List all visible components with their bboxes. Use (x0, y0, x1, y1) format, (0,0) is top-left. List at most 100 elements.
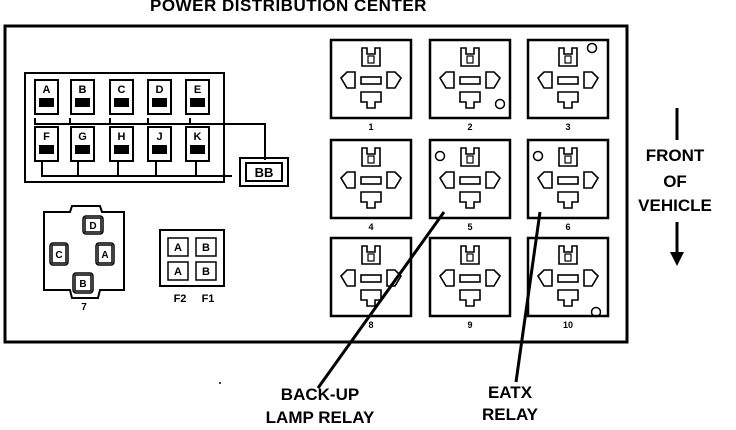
relay-number-label: 10 (563, 320, 573, 330)
relay-terminal-right (583, 71, 600, 89)
relay-terminal-top (460, 245, 480, 265)
relay-number-label: 6 (565, 222, 570, 232)
relay-terminal-top (558, 245, 578, 265)
fuse-blade (152, 98, 167, 107)
eatx-leader-line (514, 211, 542, 383)
bus-bar-label: BB (255, 165, 274, 180)
fuse-pair-cell: A (167, 237, 189, 257)
relay-terminal-center (360, 176, 382, 185)
fuse-pair-label-f1: F1 (202, 293, 215, 305)
relay-terminal-bottom (459, 289, 481, 307)
relay-terminal-bottom (557, 191, 579, 209)
relay-10: 10 (526, 236, 610, 330)
front-label-line2: OF (663, 172, 687, 191)
fuse-pair-letter: A (174, 266, 182, 278)
fuse-blade (190, 145, 205, 154)
fuse-blade (75, 145, 90, 154)
fuse-pair-outline (159, 229, 225, 287)
fuse-block-outline (24, 72, 225, 183)
pdc-outline (3, 24, 629, 344)
fuse-cell-letter: J (156, 131, 162, 143)
fuse-blade (39, 98, 54, 107)
relay-9: 9 (428, 236, 512, 330)
bus-wiring (34, 118, 266, 177)
relay-terminal-top (558, 147, 578, 167)
relay-outline (526, 236, 610, 318)
fuse-cell-letter: D (156, 84, 164, 96)
relay-grid: 1 2 3 4 5 6 8 9 10 (329, 38, 610, 330)
fuse-cell-c: C (109, 79, 134, 115)
fuse-pair-letter: B (202, 266, 210, 278)
relay-locator-circle (586, 42, 598, 54)
fuse-cell-letter: K (194, 131, 202, 143)
relay-terminal-top (558, 47, 578, 67)
relay-outline (526, 38, 610, 120)
connector-7 (43, 205, 125, 299)
relay-number-label: 4 (368, 222, 373, 232)
connector-7-label: 7 (81, 302, 87, 313)
eatx-callout-line2: RELAY (481, 405, 539, 424)
fuse-cell-j: J (147, 126, 172, 162)
relay-terminal-bottom (360, 191, 382, 209)
relay-terminal-bottom (459, 191, 481, 209)
relay-number-label: 1 (368, 122, 373, 132)
fuse-blade (75, 98, 90, 107)
connector-7-terminal-c: C (49, 242, 69, 266)
relay-locator-circle (532, 150, 544, 162)
relay-terminal-top (361, 245, 381, 265)
fuse-cell-a: A (34, 79, 59, 115)
relay-5: 5 (428, 138, 512, 232)
fuse-cell-h: H (109, 126, 134, 162)
connector-7-terminal-a: A (95, 242, 115, 266)
relay-terminal-top (460, 147, 480, 167)
backup-callout-line2: LAMP RELAY (265, 408, 375, 427)
stray-dot (219, 382, 221, 384)
connector-7-terminal-d: D (82, 215, 104, 235)
relay-outline (526, 138, 610, 220)
relay-terminal-top (460, 47, 480, 67)
fuse-blade (114, 145, 129, 154)
fuse-blade (39, 145, 54, 154)
relay-terminal-bottom (360, 91, 382, 109)
relay-2: 2 (428, 38, 512, 132)
fuse-blade (152, 145, 167, 154)
fuse-cell-b: B (70, 79, 95, 115)
fuse-cell-letter: E (194, 84, 201, 96)
relay-terminal-center (557, 274, 579, 283)
relay-3: 3 (526, 38, 610, 132)
relay-terminal-left (339, 269, 356, 287)
relay-outline (428, 138, 512, 220)
fuse-pair-cell: B (195, 261, 217, 281)
relay-terminal-center (459, 274, 481, 283)
relay-terminal-center (459, 176, 481, 185)
relay-terminal-right (386, 71, 403, 89)
fuse-cell-letter: C (118, 84, 126, 96)
diagram-title: POWER DISTRIBUTION CENTER (150, 0, 427, 15)
relay-number-label: 5 (467, 222, 472, 232)
bus-bar-inner (245, 162, 283, 182)
backup-callout-line1: BACK-UP (280, 385, 360, 404)
fuse-cell-f: F (34, 126, 59, 162)
relay-terminal-center (557, 76, 579, 85)
relay-number-label: 3 (565, 122, 570, 132)
relay-terminal-top (361, 147, 381, 167)
relay-number-label: 8 (368, 320, 373, 330)
relay-terminal-left (339, 171, 356, 189)
connector-terminal-letter: D (89, 221, 96, 232)
fuse-cell-letter: A (43, 84, 51, 96)
relay-terminal-center (360, 76, 382, 85)
relay-terminal-right (583, 269, 600, 287)
bus-bar-box (239, 157, 289, 187)
relay-number-label: 9 (467, 320, 472, 330)
fuse-cell-g: G (70, 126, 95, 162)
relay-terminal-left (438, 171, 455, 189)
fuse-cell-letter: B (79, 84, 87, 96)
front-label-line3: VEHICLE (638, 196, 712, 215)
fuse-pair-cell: B (195, 237, 217, 257)
relay-terminal-center (557, 176, 579, 185)
connector-terminal-letter: A (101, 250, 108, 261)
